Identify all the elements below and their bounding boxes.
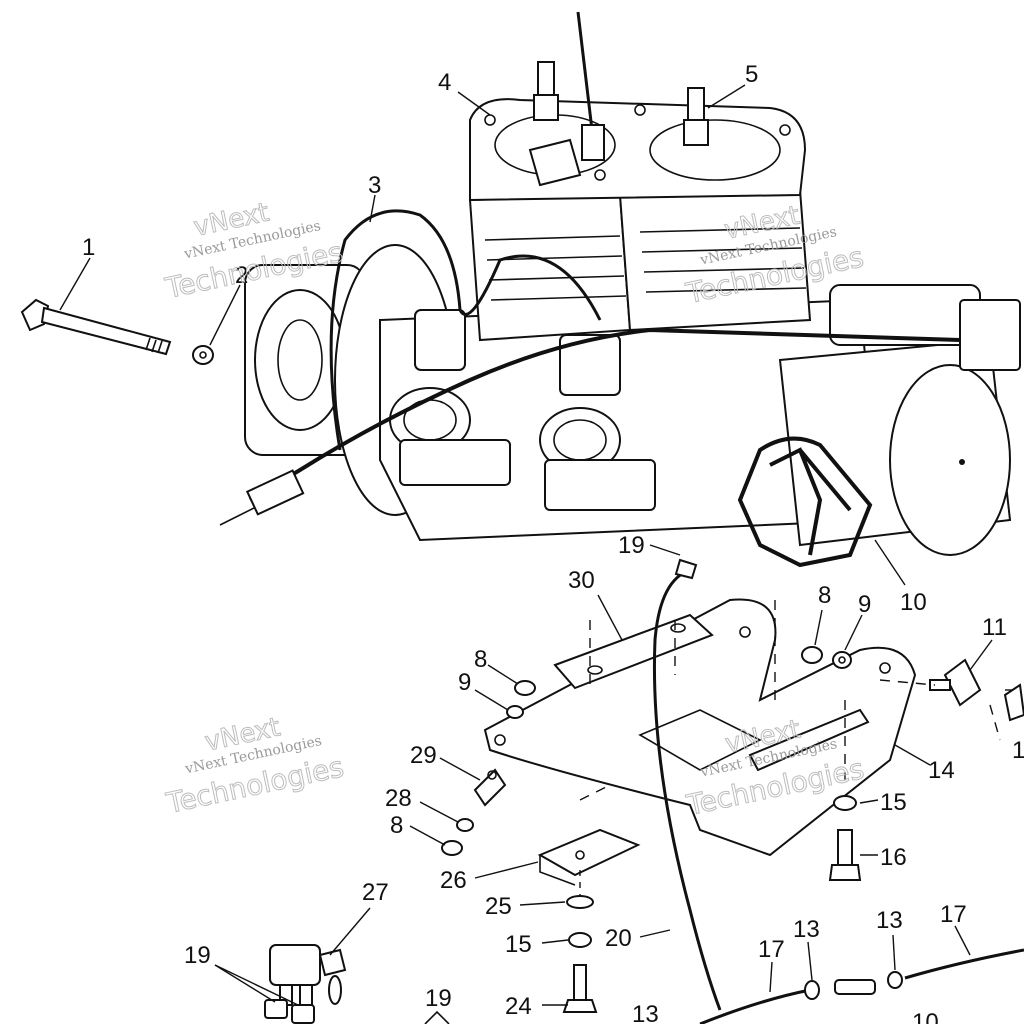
washer-part-2 [192,345,214,365]
callout-28: 28 [385,785,412,812]
callout-19-top: 19 [618,532,645,559]
callout-13-b: 13 [876,907,903,934]
callout-17-right: 17 [940,901,967,928]
callout-9-right: 9 [858,591,871,618]
engine-assembly [219,11,1021,568]
callout-20: 20 [605,925,632,952]
mount-plate-part-14 [483,598,917,857]
callout-4: 4 [438,69,451,96]
callout-3: 3 [368,172,381,199]
callout-8-left: 8 [474,646,487,673]
callout-5: 5 [745,61,758,88]
callout-15-lower: 15 [505,931,532,958]
callout-25: 25 [485,893,512,920]
callout-19-bottom: 19 [425,985,452,1012]
callout-24: 24 [505,993,532,1020]
callout-27: 27 [362,879,389,906]
callout-11: 11 [982,614,1007,641]
bracket-part-30 [553,613,714,690]
callout-14: 14 [928,757,955,784]
callout-30: 30 [568,567,595,594]
clip-part-26 [537,828,641,877]
callout-8-lower: 8 [390,812,403,839]
callout-1: 1 [82,234,95,261]
callout-29: 29 [410,742,437,769]
callout-2: 2 [235,262,248,289]
callout-19-left: 19 [184,942,211,969]
callout-13-c: 13 [632,1001,659,1024]
callout-15-right: 15 [880,789,907,816]
watermark-bottom-left: vNext vNext Technologies Technologies [162,712,347,821]
bolt-part-1 [20,298,172,356]
callout-10-bottom: 10 [912,1009,939,1024]
callout-10: 10 [900,589,927,616]
callout-9-left: 9 [458,669,471,696]
callout-26: 26 [440,867,467,894]
callout-labels: 1 2 3 4 5 10 19 30 8 9 11 1 8 9 14 29 15… [82,61,1024,1024]
callout-13-a: 13 [793,916,820,943]
callout-17-left: 17 [758,936,785,963]
hose-part-3 [329,209,602,451]
callout-16: 16 [880,844,907,871]
leader-lines [59,84,1012,1006]
loose-parts [20,209,1024,1024]
callout-8-right: 8 [818,582,831,609]
callout-1-edge: 1 [1012,737,1024,764]
